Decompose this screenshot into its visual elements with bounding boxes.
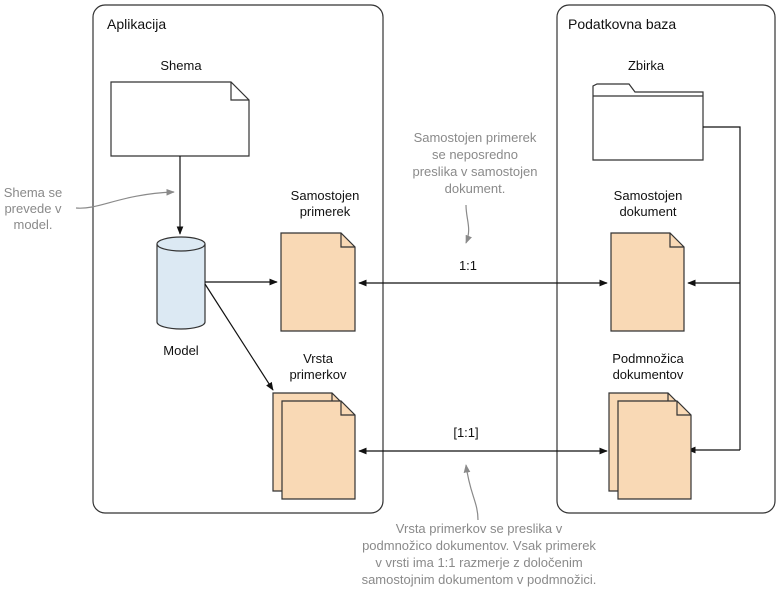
- document-label-line-1: Samostojen: [614, 188, 683, 203]
- array-note-line-1: Vrsta primerkov se preslika v: [396, 521, 563, 536]
- document-subset: [608, 392, 692, 500]
- collection-folder-icon: [592, 83, 704, 161]
- collection-bracket: [703, 126, 741, 450]
- one-to-one-label: 1:1: [459, 258, 477, 273]
- schema-note-line-3: model.: [13, 217, 52, 232]
- instance-note-line-3: preslika v samostojen: [413, 164, 538, 179]
- subset-label-line-2: dokumentov: [613, 367, 684, 382]
- array-note-pointer: [463, 464, 479, 521]
- schema-note-line-2: prevede v: [4, 201, 62, 216]
- model-to-array-arrow: [204, 283, 274, 391]
- instance-label-line-1: Samostojen: [291, 188, 360, 203]
- model-label: Model: [163, 343, 199, 358]
- application-title: Aplikacija: [107, 16, 166, 32]
- schema-note-pointer: [75, 188, 175, 209]
- single-instance-document: [280, 232, 356, 332]
- array-label-line-1: Vrsta: [303, 351, 334, 366]
- schema-note-line-1: Shema se: [4, 185, 63, 200]
- model-cylinder: [156, 236, 206, 330]
- array-note-line-2: podmnožico dokumentov. Vsak primerek: [362, 538, 596, 553]
- array-one-to-one-label: [1:1]: [453, 425, 478, 440]
- document-label-line-2: dokument: [619, 204, 676, 219]
- schema-label: Shema: [160, 58, 202, 73]
- instance-note-line-2: se neposredno: [432, 147, 518, 162]
- collection-label: Zbirka: [628, 58, 665, 73]
- instance-array-documents: [272, 392, 356, 500]
- array-note-line-4: samostojnim dokumentom v podmnožici.: [362, 572, 597, 587]
- array-note-line-3: v vrsti ima 1:1 razmerje z določenim: [375, 555, 582, 570]
- instance-note-pointer: [465, 204, 472, 244]
- standalone-document: [610, 232, 685, 332]
- application-container: [92, 4, 384, 514]
- array-label-line-2: primerkov: [289, 367, 347, 382]
- schema-document: [110, 81, 250, 157]
- instance-note-line-4: dokument.: [445, 181, 506, 196]
- instance-note-line-1: Samostojen primerek: [414, 130, 537, 145]
- database-container: [556, 4, 776, 514]
- subset-label-line-1: Podmnožica: [612, 351, 684, 366]
- database-title: Podatkovna baza: [568, 16, 676, 32]
- instance-label-line-2: primerek: [300, 204, 351, 219]
